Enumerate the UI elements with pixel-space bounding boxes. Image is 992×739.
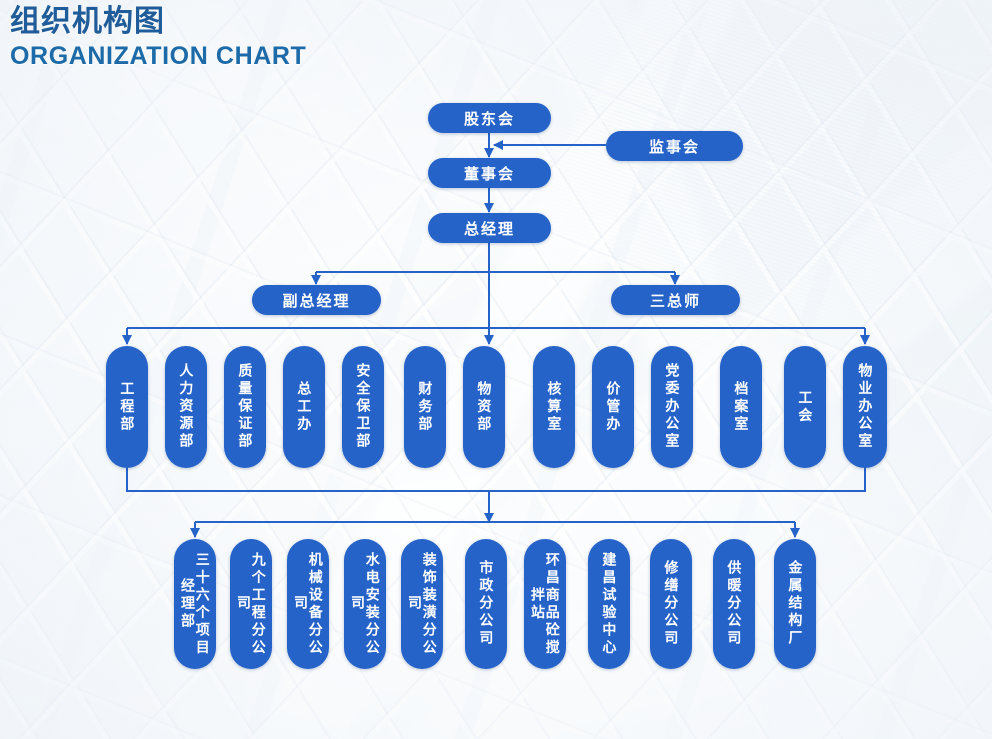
node-board-of-directors[interactable]: 董事会 <box>428 158 551 188</box>
node-subsidiary-jianchang-testing-center[interactable]: 建昌试验中心 <box>588 539 630 669</box>
node-department-engineering[interactable]: 工程部 <box>106 346 148 468</box>
node-subsidiary-decoration[interactable]: 装饰装潢分公司 <box>401 539 443 669</box>
node-subsidiary-municipal[interactable]: 市政分公司 <box>465 539 507 669</box>
node-deputy-general-manager[interactable]: 副总经理 <box>252 285 381 315</box>
node-department-archives-office[interactable]: 档案室 <box>720 346 762 468</box>
node-general-manager[interactable]: 总经理 <box>428 213 551 243</box>
node-three-chief-engineers[interactable]: 三总师 <box>611 285 740 315</box>
node-supervisory-board[interactable]: 监事会 <box>606 131 743 161</box>
node-subsidiary-plumbing-electrical-installation[interactable]: 水电安装分公司 <box>344 539 386 669</box>
node-department-human-resources[interactable]: 人力资源部 <box>165 346 207 468</box>
node-department-property-management-office[interactable]: 物业办公室 <box>843 346 887 468</box>
node-subsidiary-machinery-equipment[interactable]: 机械设备分公司 <box>287 539 329 669</box>
node-department-safety-security[interactable]: 安全保卫部 <box>342 346 384 468</box>
node-subsidiary-metal-structure-factory[interactable]: 金属结构厂 <box>774 539 816 669</box>
node-department-price-management-office[interactable]: 价管办 <box>592 346 634 468</box>
node-subsidiary-renovation[interactable]: 修缮分公司 <box>650 539 692 669</box>
node-department-chief-engineer-office[interactable]: 总工办 <box>283 346 325 468</box>
node-subsidiary-huanchang-concrete-mixing-station[interactable]: 环昌商品砼搅拌站 <box>524 539 566 669</box>
node-subsidiary-heating[interactable]: 供暖分公司 <box>713 539 755 669</box>
page-title-en: ORGANIZATION CHART <box>10 42 307 71</box>
node-department-party-committee-office[interactable]: 党委办公室 <box>651 346 693 468</box>
node-department-quality-assurance[interactable]: 质量保证部 <box>224 346 266 468</box>
node-subsidiary-nine-engineering-branches[interactable]: 九个工程分公司 <box>230 539 272 669</box>
node-department-accounting-office[interactable]: 核算室 <box>533 346 575 468</box>
node-department-materials[interactable]: 物资部 <box>463 346 505 468</box>
page-title-cn: 组织机构图 <box>10 5 165 38</box>
node-department-finance[interactable]: 财务部 <box>404 346 446 468</box>
edge-department-collector <box>126 468 866 492</box>
node-shareholders[interactable]: 股东会 <box>428 103 551 133</box>
node-department-labor-union[interactable]: 工会 <box>784 346 826 468</box>
page-title: 组织机构图 ORGANIZATION CHART <box>10 4 306 71</box>
node-subsidiary-36-project-management-departments[interactable]: 三十六个项目经理部 <box>174 539 216 669</box>
